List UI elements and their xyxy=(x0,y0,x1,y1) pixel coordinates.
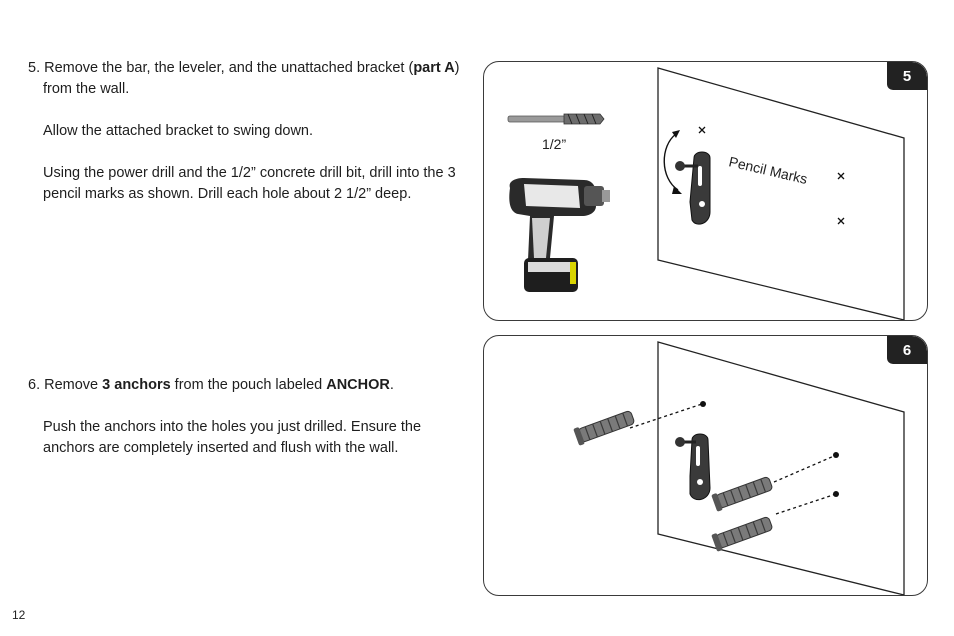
anchor-icon xyxy=(711,516,773,552)
step-6-text-b: from the pouch labeled xyxy=(170,377,327,393)
step-5-paragraph-3: Using the power drill and the 1/2” concr… xyxy=(43,165,456,202)
hole-dot-icon xyxy=(700,401,706,407)
step-5-text-c: from the wall. xyxy=(43,81,130,97)
step-5-paragraph-2: Allow the attached bracket to swing down… xyxy=(43,123,314,139)
figure-6-badge: 6 xyxy=(887,336,927,364)
wall-panel xyxy=(657,341,905,595)
figure-5-badge: 5 xyxy=(887,62,927,90)
insertion-guides xyxy=(629,403,837,515)
step-6-bold-3-anchors: 3 anchors xyxy=(102,377,171,393)
step-6-text-a: Remove xyxy=(44,377,103,393)
pencil-mark-x-icon xyxy=(698,126,706,134)
step-6-text-c: . xyxy=(389,377,394,393)
step-5-number: 5. xyxy=(28,60,41,76)
swing-arrow-icon xyxy=(663,130,682,194)
drill-holes xyxy=(700,401,839,497)
bracket-icon xyxy=(675,433,711,501)
step-6-paragraph-1: 6. Remove 3 anchors from the pouch label… xyxy=(28,375,468,396)
step-6-number: 6. xyxy=(28,377,41,393)
step-6-bold-anchor: ANCHOR xyxy=(326,377,390,393)
anchor-icon xyxy=(573,410,635,446)
step-5-paragraph-1: 5. Remove the bar, the leveler, and the … xyxy=(28,58,468,100)
power-drill-icon xyxy=(509,178,610,292)
pencil-marks xyxy=(698,126,845,225)
hole-dot-icon xyxy=(833,452,839,458)
figure-5-panel: 1/2” Pencil Marks xyxy=(483,61,928,321)
hole-dot-icon xyxy=(833,491,839,497)
pencil-mark-x-icon xyxy=(837,172,845,180)
step-6-paragraph-2: Push the anchors into the holes you just… xyxy=(43,419,422,456)
figure-6-illustration xyxy=(573,341,905,595)
pencil-mark-x-icon xyxy=(837,217,845,225)
drill-bit-icon xyxy=(507,113,605,125)
figure-6-panel: 6 xyxy=(483,335,928,596)
anchor-icon xyxy=(711,476,773,512)
step-6-instructions: 6. Remove 3 anchors from the pouch label… xyxy=(28,375,468,480)
bracket-icon xyxy=(675,151,711,225)
step-5-text-b: ) xyxy=(454,60,460,76)
figure-5-illustration: 1/2” Pencil Marks xyxy=(507,67,905,320)
bit-size-label: 1/2” xyxy=(542,136,566,152)
wall-panel xyxy=(657,67,905,320)
page-number: 12 xyxy=(12,608,26,622)
step-5-instructions: 5. Remove the bar, the leveler, and the … xyxy=(28,58,468,226)
step-5-bold-part-a: part A xyxy=(413,60,455,76)
step-5-text-a: Remove the bar, the leveler, and the una… xyxy=(44,60,414,76)
